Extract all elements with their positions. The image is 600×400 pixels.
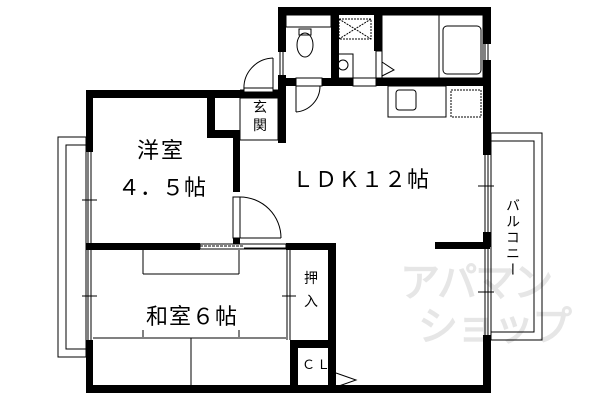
room-size-western: ４．５帖 <box>118 176 207 201</box>
watermark-line2: ショップ <box>418 304 572 350</box>
room-label-ldk: ＬＤＫ１２帖 <box>292 168 431 193</box>
room-label-balcony: バルコニー <box>504 198 520 278</box>
watermark-line1: アパマン <box>400 260 553 306</box>
room-label-japanese: 和室６帖 <box>146 305 239 330</box>
room-label-western: 洋室 <box>137 139 186 164</box>
room-label-oshiire-2: 入 <box>304 294 318 310</box>
room-label-entrance-1: 玄 <box>253 100 267 116</box>
room-label-closet: ＣＬ <box>302 358 333 373</box>
room-label-oshiire-1: 押 <box>304 271 318 287</box>
room-label-entrance-2: 関 <box>253 118 267 134</box>
